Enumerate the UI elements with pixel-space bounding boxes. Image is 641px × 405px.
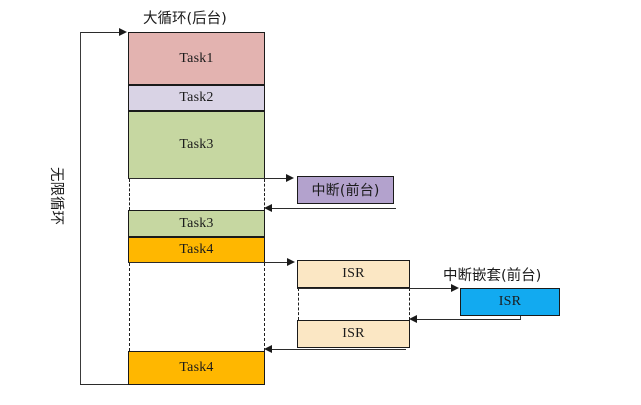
loop-bottom-line (80, 384, 128, 385)
task-block-task2: Task2 (128, 85, 265, 111)
nested-isr-block: ISR (460, 288, 560, 316)
task-block-label: Task3 (179, 215, 214, 231)
task-block-task3-first: Task3 (128, 111, 265, 179)
loop-left-line (80, 32, 81, 385)
nested-isr-enter-line (297, 288, 452, 289)
isr-enter-arrow-icon (287, 258, 295, 266)
isr-gap-left-dash (297, 288, 299, 320)
task-block-label: Task4 (179, 360, 214, 375)
isr-return-arrow-icon (264, 345, 272, 353)
task-block-label: Task3 (179, 137, 214, 152)
isr-block-first: ISR (297, 260, 410, 288)
task-block-label: Task4 (179, 242, 214, 257)
nested-isr-block-label: ISR (498, 294, 522, 309)
infinite-loop-label: 无限循环 (48, 167, 64, 225)
footer-caption (228, 396, 528, 404)
isr-enter-line (128, 262, 288, 263)
nested-isr-return-arrow-icon (409, 315, 417, 323)
suspend-gap2-right-dash (264, 263, 265, 351)
suspend-gap1-left-dash (128, 179, 130, 210)
interrupt-enter-arrow-icon (286, 174, 294, 182)
nested-interrupt-title: 中断嵌套(前台) (443, 268, 542, 284)
isr-gap-right-dash (409, 288, 410, 320)
isr-block-resume: ISR (297, 320, 410, 348)
nested-isr-return-drop (520, 316, 521, 320)
nested-isr-enter-arrow-icon (451, 284, 459, 292)
interrupt-enter-line (128, 178, 288, 179)
task-block-label: Task2 (179, 90, 214, 105)
task-block-task4-first: Task4 (128, 237, 265, 263)
task-block-task3-resume: Task3 (128, 210, 265, 237)
background-loop-title: 大循环(后台) (143, 11, 227, 27)
suspend-gap2-left-dash (128, 263, 130, 351)
isr-block-label: ISR (342, 266, 365, 281)
task-block-label: Task1 (179, 50, 214, 66)
task-block-task1: Task1 (128, 32, 265, 85)
isr-block-label: ISR (342, 326, 365, 341)
interrupt-block: 中断(前台) (297, 176, 394, 204)
loop-top-line (80, 32, 122, 33)
interrupt-block-label: 中断(前台) (311, 183, 380, 199)
interrupt-return-arrow-icon (264, 204, 272, 212)
nested-isr-return-line (411, 319, 521, 320)
loop-arrow-head-icon (119, 27, 127, 36)
interrupt-return-line (266, 208, 396, 209)
isr-return-line (266, 349, 406, 350)
suspend-gap1-right-dash (264, 179, 265, 210)
task-block-task4-resume: Task4 (128, 351, 265, 385)
